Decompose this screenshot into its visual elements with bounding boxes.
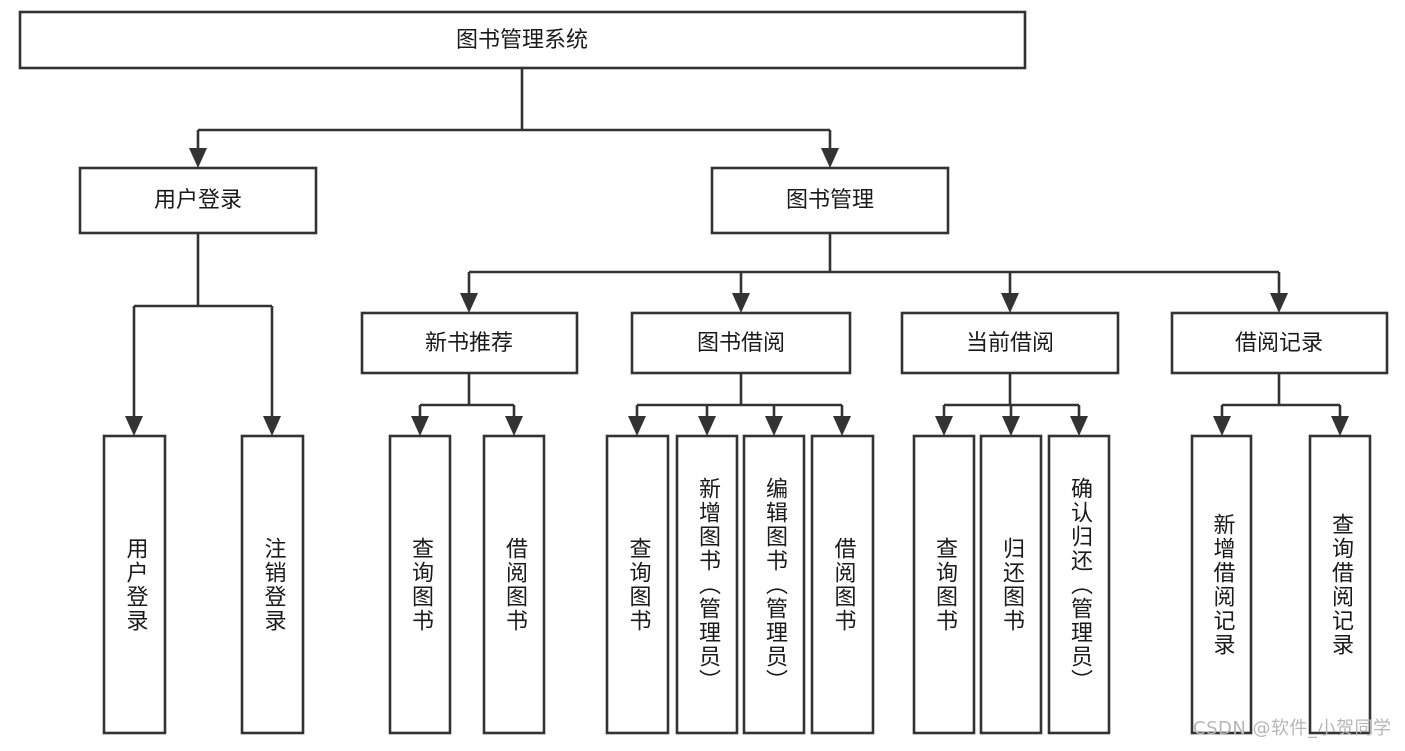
- arrowhead-to-leaf-6: [698, 416, 716, 436]
- node-box-leaf-2[interactable]: [240, 434, 305, 735]
- node-box-leaf-3[interactable]: [388, 434, 452, 735]
- node-label-leaf-3: 查询图书: [408, 536, 433, 633]
- arrowhead-to-borrow-record: [1270, 293, 1288, 313]
- arrowhead-to-current-borrow: [1001, 293, 1019, 313]
- node-box-borrow-record[interactable]: [1170, 311, 1389, 375]
- node-box-leaf-8[interactable]: [810, 434, 875, 735]
- node-label-leaf-6: 新增图书（管理员）: [695, 476, 720, 693]
- node-box-leaf-10[interactable]: [979, 434, 1043, 735]
- arrowhead-to-leaf-3: [411, 416, 429, 436]
- arrowhead-to-leaf-9: [935, 416, 953, 436]
- node-box-leaf-13[interactable]: [1308, 434, 1372, 735]
- connector-book-borrow-trunk: [635, 373, 844, 420]
- arrowhead-to-new-book-rec: [460, 293, 478, 313]
- node-label-leaf-8: 借阅图书: [830, 536, 856, 633]
- node-box-new-book-rec[interactable]: [360, 311, 579, 375]
- arrowhead-to-leaf-8: [833, 416, 851, 436]
- arrowhead-to-leaf-1: [125, 416, 143, 436]
- node-label-leaf-12: 新增借阅记录: [1209, 512, 1235, 657]
- arrowhead-to-leaf-12: [1213, 416, 1231, 436]
- nodes-layer: [18, 10, 1389, 735]
- node-box-leaf-6[interactable]: [675, 434, 739, 735]
- node-label-book-admin: 图书管理: [786, 188, 874, 213]
- node-label-leaf-13: 查询借阅记录: [1328, 512, 1353, 657]
- node-box-leaf-1[interactable]: [102, 434, 167, 735]
- node-label-leaf-11: 确认归还（管理员）: [1067, 476, 1092, 693]
- node-label-leaf-7: 编辑图书（管理员）: [762, 476, 787, 693]
- node-box-book-admin[interactable]: [710, 166, 950, 235]
- node-label-leaf-9: 查询图书: [932, 536, 957, 633]
- node-box-book-borrow[interactable]: [630, 311, 852, 375]
- node-label-root: 图书管理系统: [456, 28, 588, 53]
- connector-book-admin-trunk: [467, 233, 1281, 297]
- horizontal-labels-layer: 图书管理系统 用户登录 图书管理 新书推荐 图书借阅 当前借阅 借阅记录: [154, 28, 1323, 356]
- arrowhead-to-leaf-13: [1331, 416, 1349, 436]
- connectors-layer: [125, 68, 1349, 436]
- connector-borrow-record-trunk: [1220, 373, 1342, 420]
- node-box-current-borrow[interactable]: [900, 311, 1120, 375]
- arrowhead-to-leaf-7: [765, 416, 783, 436]
- arrowhead-to-user-login: [189, 148, 207, 168]
- arrowhead-to-leaf-4: [505, 416, 523, 436]
- node-label-leaf-5: 查询图书: [625, 536, 651, 633]
- node-label-leaf-4: 借阅图书: [502, 536, 527, 633]
- arrowhead-to-leaf-2: [263, 416, 281, 436]
- node-label-new-book-rec: 新书推荐: [425, 331, 513, 356]
- arrowhead-to-leaf-5: [628, 416, 646, 436]
- connector-new-book-rec-trunk: [418, 373, 516, 420]
- node-box-leaf-4[interactable]: [482, 434, 546, 735]
- arrowhead-to-book-borrow: [732, 293, 750, 313]
- node-label-book-borrow: 图书借阅: [697, 331, 785, 356]
- node-label-leaf-10: 归还图书: [999, 536, 1024, 633]
- node-box-leaf-11[interactable]: [1047, 434, 1111, 735]
- node-label-leaf-1: 用户登录: [122, 536, 148, 633]
- node-box-root[interactable]: [18, 10, 1027, 70]
- vertical-labels-layer: 用户登录 注销登录 查询图书 借阅图书 查询图书 新增图书（管理员） 编辑图书（…: [122, 476, 1354, 693]
- node-box-user-login[interactable]: [78, 166, 318, 235]
- node-label-user-login: 用户登录: [154, 188, 242, 213]
- node-label-current-borrow: 当前借阅: [966, 331, 1054, 356]
- node-box-leaf-12[interactable]: [1190, 434, 1253, 735]
- node-label-leaf-2: 注销登录: [260, 536, 286, 633]
- connector-root-trunk: [196, 68, 832, 152]
- node-box-leaf-5[interactable]: [605, 434, 670, 735]
- node-box-leaf-7[interactable]: [742, 434, 806, 735]
- connector-user-login-trunk: [132, 233, 274, 420]
- connector-current-borrow-trunk: [942, 373, 1081, 420]
- arrowhead-to-book-admin: [821, 148, 839, 168]
- node-label-borrow-record: 借阅记录: [1235, 331, 1323, 356]
- arrowhead-to-leaf-10: [1002, 416, 1020, 436]
- arrowhead-to-leaf-11: [1070, 416, 1088, 436]
- node-box-leaf-9[interactable]: [912, 434, 976, 735]
